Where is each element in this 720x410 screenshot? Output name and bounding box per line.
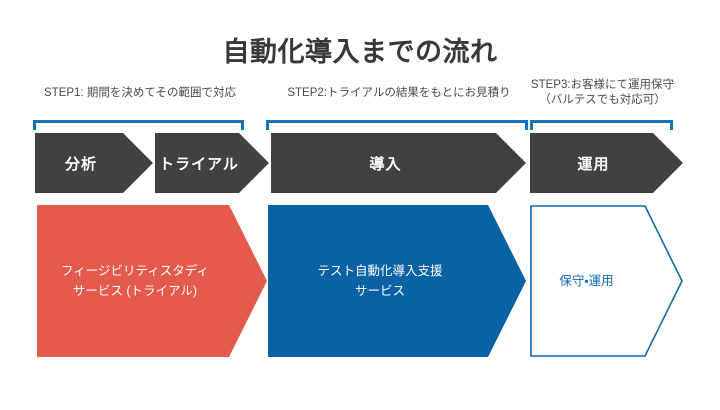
service-maintenance-line1: 保守・運用 bbox=[559, 274, 614, 288]
service-intro-text: テスト自動化導入支援 サービス bbox=[317, 261, 442, 301]
phase-label-trial: トライアル bbox=[159, 155, 239, 173]
service-fs-line2: サービス (トライアル) bbox=[72, 284, 198, 298]
service-intro-line1: テスト自動化導入支援 bbox=[317, 264, 443, 278]
phase-chevron-introduction[interactable]: 導入 bbox=[271, 133, 526, 193]
service-block-introduction-support[interactable]: テスト自動化導入支援 サービス bbox=[268, 205, 526, 357]
service-maintenance-text: 保守・運用 bbox=[559, 271, 613, 291]
service-block-maintenance[interactable]: 保守・運用 bbox=[530, 205, 683, 357]
step3-bracket bbox=[530, 120, 673, 130]
step2-caption-line1: STEP2:トライアルの結果をもとにお見積り bbox=[287, 87, 511, 99]
service-fs-line1: フィージビリティスタディ bbox=[61, 264, 209, 278]
step-caption-3: STEP3:お客様にて運用保守 （バルテスでも対応可） bbox=[520, 78, 685, 108]
step-caption-2: STEP2:トライアルの結果をもとにお見積り bbox=[270, 86, 528, 101]
service-intro-line2: サービス bbox=[354, 284, 405, 298]
phase-label-operation: 運用 bbox=[577, 155, 610, 173]
step2-bracket bbox=[266, 120, 528, 130]
phase-chevron-operation[interactable]: 運用 bbox=[530, 133, 683, 193]
phase-chevron-analysis[interactable]: 分析 bbox=[35, 133, 153, 193]
step3-caption-line1: STEP3:お客様にて運用保守 bbox=[530, 79, 675, 91]
step1-bracket bbox=[33, 120, 244, 130]
maintenance-outline-shape bbox=[530, 205, 683, 357]
phase-chevron-trial[interactable]: トライアル bbox=[155, 133, 269, 193]
step1-caption-line1: STEP1: 期間を決めてその範囲で対応 bbox=[44, 87, 236, 99]
step-caption-1: STEP1: 期間を決めてその範囲で対応 bbox=[20, 86, 260, 101]
step3-caption-line2: （バルテスでも対応可） bbox=[539, 94, 666, 106]
service-fs-text: フィージビリティスタディ サービス (トライアル) bbox=[61, 261, 209, 301]
phase-label-introduction: 導入 bbox=[369, 155, 402, 173]
phase-label-analysis: 分析 bbox=[64, 155, 97, 173]
service-block-feasibility-study[interactable]: フィージビリティスタディ サービス (トライアル) bbox=[37, 205, 267, 357]
page-title: 自動化導入までの流れ bbox=[222, 37, 498, 67]
